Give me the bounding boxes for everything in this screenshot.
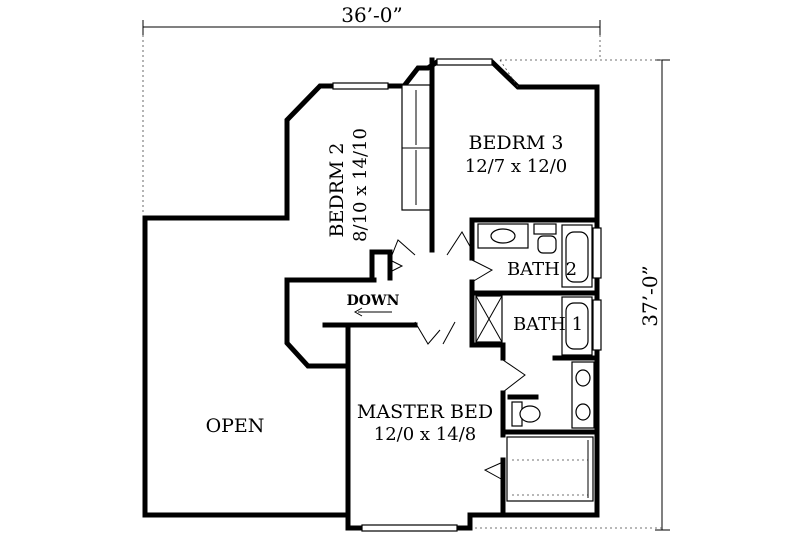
open-label: OPEN [206,415,265,437]
bedroom2-closet [401,84,431,211]
bedroom3-name: BEDRM 3 [469,132,564,154]
bath1-label: BATH 1 [513,314,583,335]
master-name: MASTER BED [357,401,493,423]
depth-dimension: 37’-0” [470,59,670,531]
width-dimension: 36’-0” [142,3,601,215]
bath2-label: BATH 2 [507,259,577,280]
master-closet [506,436,594,502]
bedroom2-label-group: BEDRM 2 8/10 x 14/10 [326,128,371,242]
master-label-group: MASTER BED 12/0 x 14/8 [357,401,493,445]
depth-dimension-label: 37’-0” [638,265,662,327]
width-dimension-label: 36’-0” [341,3,403,27]
bath1-fixtures [475,295,595,429]
bedroom2-size: 8/10 x 14/10 [350,128,371,242]
bedroom2-name: BEDRM 2 [326,143,348,238]
windows [332,58,602,532]
interior-walls [284,57,600,518]
doors [389,231,526,481]
bath2-fixtures [477,223,593,288]
bedroom3-label-group: BEDRM 3 12/7 x 12/0 [465,132,567,177]
master-size: 12/0 x 14/8 [374,424,476,445]
stairs-label: DOWN [347,293,400,309]
stairs-arrow [353,307,392,317]
bedroom3-size: 12/7 x 12/0 [465,156,567,177]
exterior-walls [142,59,600,531]
